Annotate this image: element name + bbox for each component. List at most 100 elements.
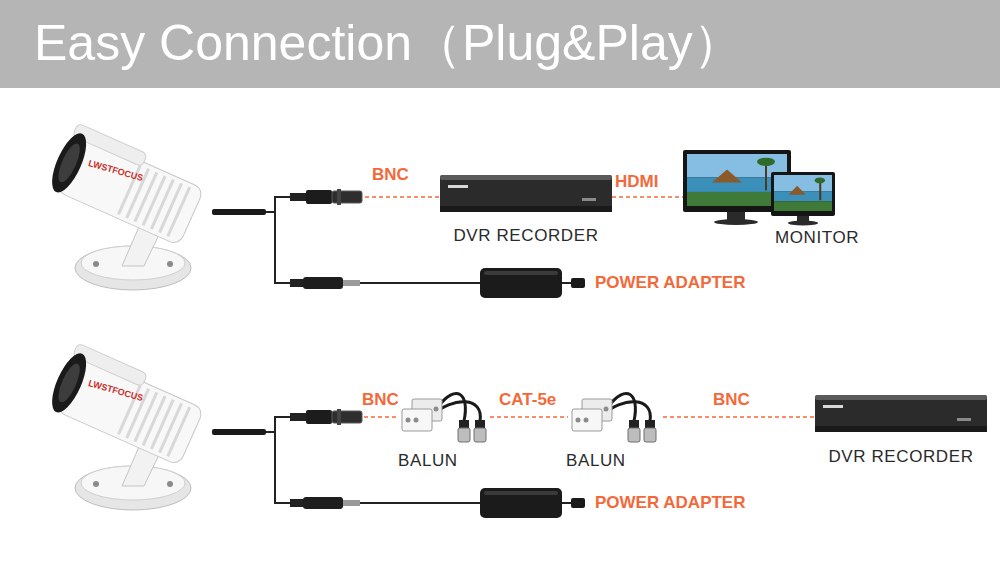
plug-tip: [343, 500, 360, 506]
screen-grass: [774, 201, 832, 211]
connector-body: [306, 190, 332, 204]
screen-hut: [789, 186, 806, 195]
bnc-boot: [459, 420, 469, 428]
adapter-cord: [562, 502, 572, 504]
dc-plug: [290, 277, 360, 289]
connector-ring: [337, 189, 341, 205]
cable-line: [213, 197, 290, 212]
camera-fin: [168, 407, 190, 456]
adapter-plug: [571, 498, 585, 508]
signal-label: BNC: [713, 390, 750, 410]
adapter-cord: [562, 282, 572, 284]
balun-node: BALUN: [398, 385, 490, 447]
device-label: MONITOR: [775, 228, 859, 248]
camera-front: [45, 349, 93, 417]
monitor-frame: [771, 172, 835, 216]
adapter-highlight: [484, 271, 558, 275]
power-adapter: POWER ADAPTER: [480, 268, 562, 298]
bnc-boot: [645, 420, 655, 428]
camera-fin: [151, 180, 173, 229]
page-title: Easy Connection（Plug&Play）: [34, 9, 743, 77]
balun-screw: [576, 418, 581, 423]
dvr-drawing: [440, 172, 612, 214]
adapter-brick: [480, 488, 562, 518]
device-label: POWER ADAPTER: [595, 273, 746, 293]
camera-node: LWSTFOCUS: [38, 118, 213, 293]
connector-boot: [290, 413, 308, 421]
mount-screw: [167, 261, 173, 267]
camera-fin: [143, 396, 165, 445]
cable-line: [213, 417, 290, 432]
dvr-bottom-edge: [815, 426, 987, 432]
balun-drawing: [568, 385, 663, 447]
signal-label: HDMI: [615, 172, 658, 192]
screen-sky: [774, 175, 832, 191]
camera-drawing: [38, 338, 213, 513]
dashed-link: [364, 416, 398, 418]
monitor-stand: [727, 212, 745, 220]
mount-screw: [93, 481, 99, 487]
camera-body-group: [45, 121, 208, 246]
cable-connector: [490, 417, 568, 418]
balun-screw: [414, 418, 419, 423]
bnc-connector: [290, 409, 362, 425]
connector-body: [306, 410, 332, 424]
cable-connector: [213, 417, 398, 432]
screen-palm: [819, 180, 821, 200]
bnc-plug: [458, 428, 470, 442]
dvr-recorder: DVR RECORDER: [440, 172, 612, 214]
device-label: DVR RECORDER: [795, 447, 1000, 467]
connector-barrel: [332, 411, 362, 423]
bnc-boot: [629, 420, 639, 428]
camera-node: LWSTFOCUS: [38, 338, 213, 513]
balun-box: [402, 409, 432, 431]
adapter-brick: [480, 268, 562, 298]
balun-drawing: [398, 385, 490, 447]
camera-cable: [212, 429, 266, 435]
connector-barrel: [332, 191, 362, 203]
dvr-led: [957, 418, 971, 421]
device-label: DVR RECORDER: [420, 226, 632, 246]
screen-palm-leaves: [757, 158, 775, 166]
dvr-drawing: [815, 392, 987, 434]
dvr-top-edge: [440, 175, 612, 180]
camera-lens: [54, 361, 84, 405]
adapter-drawing: [480, 268, 562, 298]
screen-hut: [712, 170, 742, 183]
balun-screw: [434, 407, 439, 412]
adapter-drawing: [480, 488, 562, 518]
camera-fin: [143, 176, 165, 225]
screen-palm-leaves: [815, 178, 825, 184]
power-adapter: POWER ADAPTER: [480, 488, 562, 518]
dashed-link: [365, 196, 440, 198]
adapter-output: [562, 278, 585, 288]
cable-connector: [213, 212, 480, 283]
bnc-plug: [628, 428, 640, 442]
bnc-plug: [474, 428, 486, 442]
dvr-badge: [823, 405, 843, 408]
mount-screw: [93, 261, 99, 267]
device-label: BALUN: [398, 451, 458, 471]
balun-screw: [584, 418, 589, 423]
bnc-boot: [475, 420, 485, 428]
screen-palm: [765, 162, 767, 191]
camera-fin: [168, 187, 190, 236]
cable-connector: [213, 432, 480, 503]
adapter-highlight: [484, 491, 558, 495]
signal-label: BNC: [362, 390, 399, 410]
device-label: POWER ADAPTER: [595, 493, 746, 513]
dashed-link: [663, 416, 815, 418]
balun-screw: [604, 407, 609, 412]
camera-body-group: [45, 341, 208, 466]
adapter-output: [562, 498, 585, 508]
dc-plug: [290, 497, 360, 509]
plug-body: [303, 277, 343, 289]
dashed-link: [490, 416, 568, 418]
dvr-top-edge: [815, 395, 987, 400]
monitor-drawing: [683, 150, 835, 226]
cable-connector: [612, 197, 683, 198]
camera-front: [45, 129, 93, 197]
plug-body: [303, 497, 343, 509]
dvr-bottom-edge: [440, 206, 612, 212]
